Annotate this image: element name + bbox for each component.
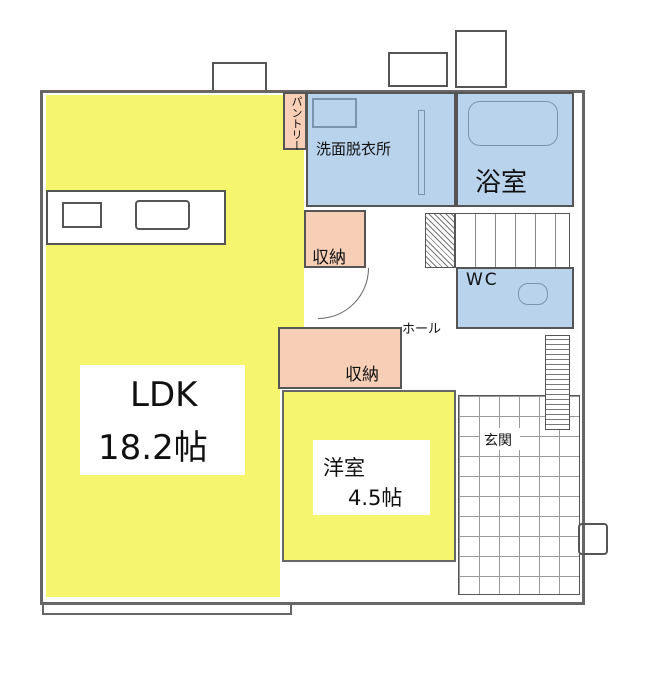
ldk-name: LDK [130,375,198,415]
exterior-wall [40,90,585,605]
toilet [518,283,548,305]
western-room-name: 洋室 [323,456,365,480]
bathtub [468,101,558,146]
outdoor-unit [388,52,448,87]
entrance-label: 玄関 [484,433,512,449]
entrance-label-bg [480,428,520,450]
bath-label: 浴室 [475,168,528,198]
wc-label: WC [466,270,499,290]
staircase [455,213,570,268]
wc [456,267,574,329]
balcony [42,603,292,615]
hall-label: ホール [402,322,442,337]
storage-1-label: 収納 [312,248,346,268]
storage-1 [304,210,366,268]
shelf [418,110,425,195]
outdoor-unit [455,30,507,88]
porch-step [578,523,608,555]
western-room-size: 4.5帖 [348,486,403,510]
sink [135,200,190,230]
ldk-size: 18.2帖 [98,428,208,468]
stair-landing [425,213,455,268]
ldk-label-box [80,365,245,475]
shoe-box [545,335,570,430]
pantry-label: パントリー [290,96,303,151]
washbasin [312,98,357,128]
storage-2-label: 収納 [345,365,379,385]
stove [62,202,102,228]
washroom-label: 洗面脱衣所 [316,140,392,158]
vent-box [212,62,267,92]
storage-2 [278,327,402,389]
washroom [306,92,456,207]
western-room-label-box [313,440,430,515]
